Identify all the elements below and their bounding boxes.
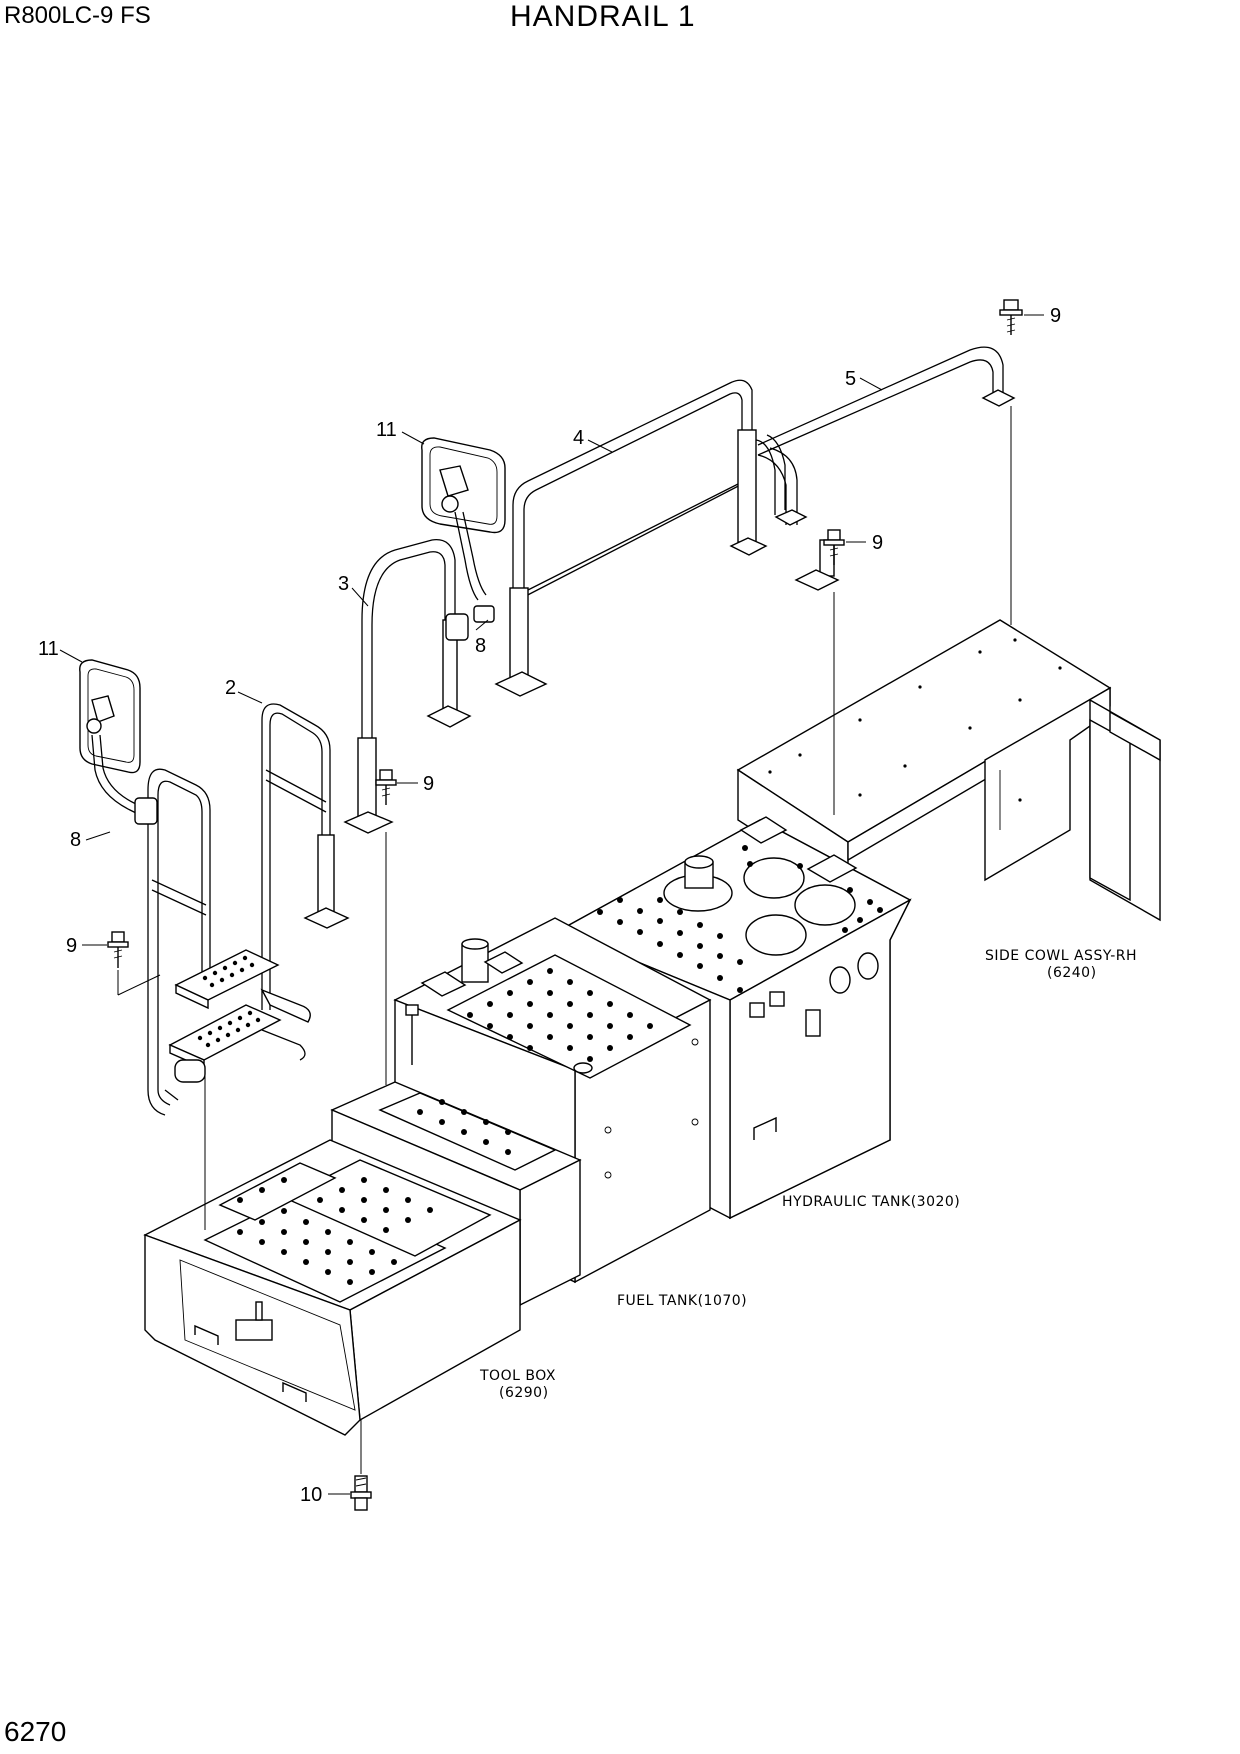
note-tool-box-ref: (6290)	[499, 1385, 549, 1401]
bolt-9-left	[107, 931, 129, 968]
bolt-9-center	[375, 769, 397, 805]
note-tool-box: TOOL BOX	[479, 1368, 556, 1384]
bolt-10	[350, 1475, 372, 1511]
callout-labels: 2 3 4 5 8 8 9 9 9 9 10 11 11	[38, 305, 1061, 1506]
callout-9-center: 9	[423, 773, 434, 795]
callout-5: 5	[845, 368, 856, 390]
handrail-4	[494, 379, 768, 697]
callout-4: 4	[573, 427, 584, 449]
tread-pattern	[237, 1099, 511, 1285]
handrail-3	[343, 539, 472, 834]
assembly-lines	[59, 314, 1044, 1495]
mirror-right	[421, 437, 506, 641]
callout-9-left: 9	[66, 935, 77, 957]
handrail-2	[260, 703, 350, 1061]
page-number: 6270	[4, 1716, 67, 1747]
bolt-9-top-right	[999, 299, 1023, 335]
tread-pattern	[467, 968, 653, 1062]
callout-2: 2	[225, 677, 236, 699]
note-hydraulic-tank: HYDRAULIC TANK(3020)	[782, 1194, 960, 1210]
note-side-cowl-ref: (6240)	[1047, 965, 1097, 981]
bolt-9-middle-right	[823, 529, 845, 565]
callout-10: 10	[300, 1484, 322, 1506]
handrail-5	[755, 346, 1016, 591]
mirror-left	[79, 659, 158, 825]
callout-8-right: 8	[475, 635, 486, 657]
tread-pattern	[197, 955, 261, 1048]
callout-11-left: 11	[38, 638, 59, 660]
callout-3: 3	[338, 573, 349, 595]
tool-box	[143, 1081, 582, 1436]
note-side-cowl: SIDE COWL ASSY-RH	[985, 948, 1137, 964]
front-ladder	[147, 768, 282, 1116]
callout-11-right: 11	[376, 419, 397, 441]
model-name: R800LC-9 FS	[4, 2, 151, 29]
component-notes: SIDE COWL ASSY-RH (6240) HYDRAULIC TANK(…	[479, 948, 1137, 1401]
callout-8-left: 8	[70, 829, 81, 851]
tread-pattern	[597, 845, 883, 993]
note-fuel-tank: FUEL TANK(1070)	[617, 1293, 747, 1309]
page-title: HANDRAIL 1	[510, 0, 696, 33]
callout-9-top-right: 9	[1050, 305, 1061, 327]
callout-9-middle-right: 9	[872, 532, 883, 554]
